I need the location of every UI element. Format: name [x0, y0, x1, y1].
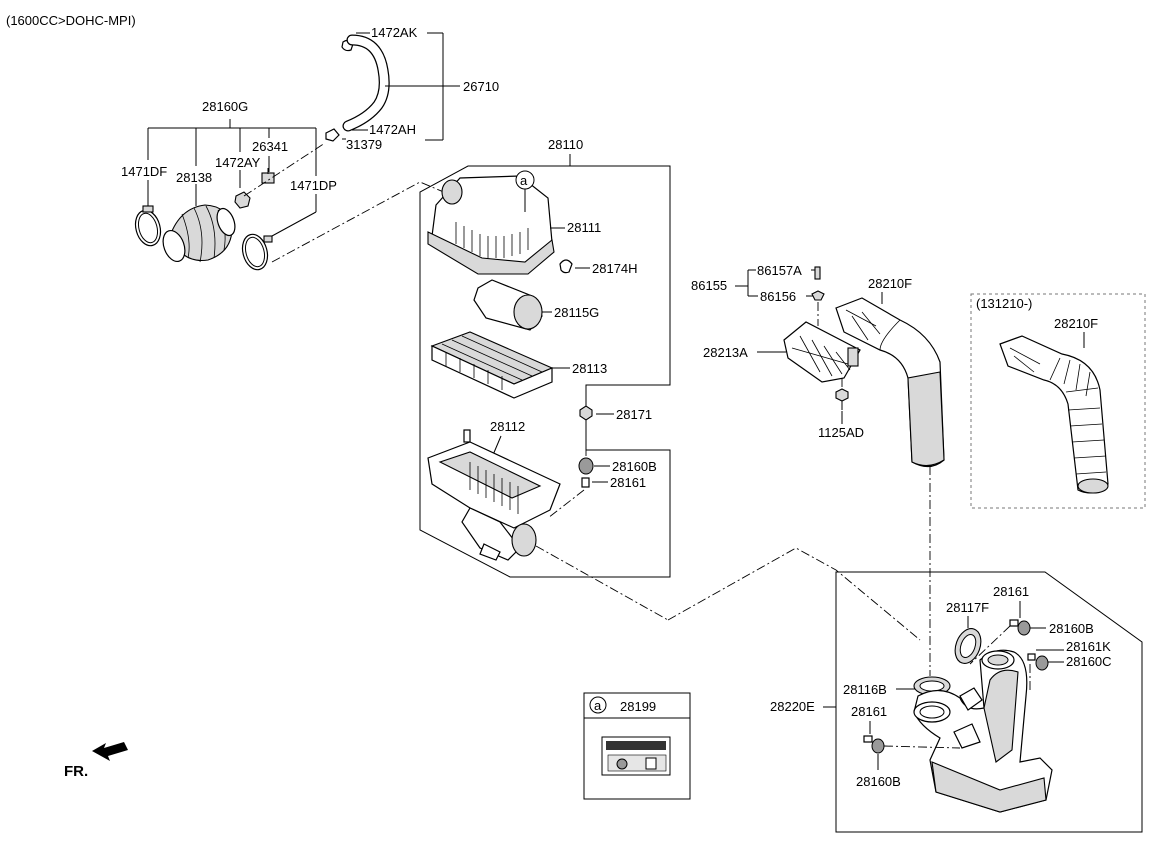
label-28160B-upper: 28160B	[612, 459, 657, 474]
legend-marker: a	[594, 698, 602, 713]
label-28111: 28111	[567, 220, 601, 235]
label-1472AY: 1472AY	[215, 155, 261, 170]
label-sticker-logo	[606, 741, 666, 750]
label-1471DF: 1471DF	[121, 164, 167, 179]
label-28160C: 28160C	[1066, 654, 1112, 669]
label-31379: 31379	[346, 137, 382, 152]
air-duct-group: 86157A 86155 86156 28213A 1125AD	[691, 263, 945, 676]
engine-spec-label: (1600CC>DOHC-MPI)	[6, 13, 136, 28]
label-28110: 28110	[548, 137, 583, 152]
variant-box: (131210-) 28210F	[970, 293, 1146, 509]
label-28113: 28113	[572, 361, 607, 376]
fr-label: FR.	[64, 763, 88, 780]
label-28160B-lower: 28160B	[856, 774, 901, 789]
label-28220E: 28220E	[770, 699, 815, 714]
intake-hose-group	[134, 119, 447, 271]
label-1472AK: 1472AK	[371, 25, 418, 40]
label-28174H: 28174H	[592, 261, 638, 276]
label-86157A: 86157A	[757, 263, 802, 278]
label-28210F: 28210F	[868, 276, 912, 291]
label-1125AD: 1125AD	[818, 425, 864, 440]
label-28112: 28112	[490, 419, 525, 434]
label-28161-right: 28161	[993, 584, 1029, 599]
callout-a-marker: a	[520, 173, 528, 188]
label-26341: 26341	[252, 139, 288, 154]
label-1472AH: 1472AH	[369, 122, 416, 137]
label-28210F-variant: 28210F	[1054, 316, 1098, 331]
air-cleaner-assembly: 28110 a 28111 28174H 28115G	[419, 137, 671, 621]
resonator-group: 28220E 28117F 28116B 28161 28160B 28161K…	[770, 571, 1143, 833]
label-28160B-right: 28160B	[1049, 621, 1094, 636]
label-28117F: 28117F	[946, 600, 989, 615]
label-28116B: 28116B	[843, 682, 887, 697]
variant-note: (131210-)	[976, 296, 1032, 311]
label-28161K: 28161K	[1066, 639, 1111, 654]
label-26710: 26710	[463, 79, 499, 94]
label-28138: 28138	[176, 170, 212, 185]
label-28115G: 28115G	[554, 305, 599, 320]
label-86155: 86155	[691, 278, 727, 293]
label-86156: 86156	[760, 289, 796, 304]
breather-hose-group	[325, 32, 460, 142]
front-arrow-icon	[92, 742, 128, 761]
label-28161-upper: 28161	[610, 475, 646, 490]
label-1471DP: 1471DP	[290, 178, 337, 193]
front-direction-indicator: FR.	[64, 742, 128, 780]
label-28171: 28171	[616, 407, 652, 422]
legend-part-number: 28199	[620, 699, 656, 714]
legend-box: a 28199	[583, 692, 691, 800]
label-28160G: 28160G	[202, 99, 248, 114]
label-28161-lower: 28161	[851, 704, 887, 719]
label-28213A: 28213A	[703, 345, 748, 360]
